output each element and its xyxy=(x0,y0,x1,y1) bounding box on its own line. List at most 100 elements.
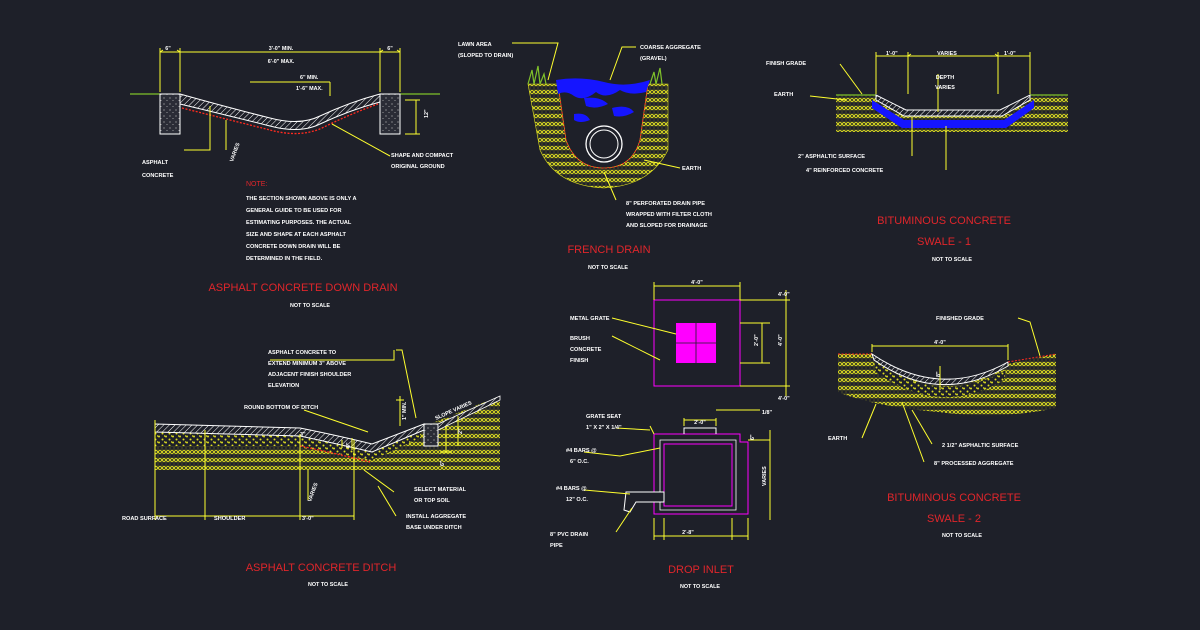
swale-1-detail: 1'-0" VARIES 1'-0" DEPTH VARIES FINISH G… xyxy=(766,51,1068,263)
ditch-shoulder: SHOULDER xyxy=(214,516,245,522)
french-drain-scale: NOT TO SCALE xyxy=(588,265,628,271)
swale-2-detail: FINISHED GRADE 4'-0" 8" EARTH 2 1/2" ASP… xyxy=(828,316,1057,539)
swale-1-earth-label: EARTH xyxy=(774,92,793,98)
down-drain-note-lines: THE SECTION SHOWN ABOVE IS ONLY A GENERA… xyxy=(246,196,357,262)
ditch-shoulder-block xyxy=(423,423,439,447)
ditch-extend-4: ELEVATION xyxy=(268,383,299,389)
down-drain-label-ground: ORIGINAL GROUND xyxy=(391,164,445,170)
ditch-round-bottom: ROUND BOTTOM OF DITCH xyxy=(244,405,318,411)
french-drain-detail: LAWN AREA (SLOPED TO DRAIN) COARSE AGGRE… xyxy=(458,42,712,271)
inlet-plan-dim-r4: 4'-0" xyxy=(778,396,790,402)
down-drain-depth-max: 1'-6" MAX. xyxy=(296,86,323,92)
note-line: THE SECTION SHOWN ABOVE IS ONLY A xyxy=(246,196,357,202)
inlet-plan-detail: 4'-0" 4'-0" 2'-0" 4'-0" 4'-0" METAL GRAT… xyxy=(570,280,790,402)
note-line: SIZE AND SHAPE AT EACH ASPHALT xyxy=(246,232,346,238)
swale-1-depth: DEPTH xyxy=(936,75,954,81)
swale-1-reinforced-label: 4" REINFORCED CONCRETE xyxy=(806,168,884,174)
french-drain-pipe-slope: AND SLOPED FOR DRAINAGE xyxy=(626,223,708,229)
drop-inlet-seat-label: GRATE SEAT xyxy=(586,414,622,420)
note-line: GENERAL GUIDE TO BE USED FOR xyxy=(246,208,342,214)
down-drain-dim-width-min: 3'-0" MIN. xyxy=(269,46,294,52)
drop-inlet-detail: GRATE SEAT 1" X 2" X 1/4" 2'-0" 1/8" 6" … xyxy=(550,409,772,590)
drop-inlet-pipe xyxy=(623,491,665,513)
ditch-select-soil: OR TOP SOIL xyxy=(414,498,450,504)
drop-inlet-inner xyxy=(663,443,733,507)
swale-1-surface xyxy=(875,94,1031,117)
inlet-plan-grate: METAL GRATE xyxy=(570,316,610,322)
ditch-road: ROAD SURFACE xyxy=(122,516,167,522)
swale-1-scale: NOT TO SCALE xyxy=(932,257,972,263)
drop-inlet-dim-top: 2'-0" xyxy=(694,420,706,426)
drop-inlet-bars2-spacing: 12" O.C. xyxy=(566,497,588,503)
note-line: CONCRETE DOWN DRAIN WILL BE xyxy=(246,244,341,250)
down-drain-title: ASPHALT CONCRETE DOWN DRAIN xyxy=(208,282,397,294)
ditch-extend-3: ADJACENT FINISH SHOULDER xyxy=(268,372,351,378)
drop-inlet-bars2: #4 BARS @ xyxy=(556,486,587,492)
drop-inlet-seat-size: 1" X 2" X 1/4" xyxy=(586,425,622,431)
drop-inlet-varies: VARIES xyxy=(762,466,768,486)
swale-2-aggregate-label: 8" PROCESSED AGGREGATE xyxy=(934,461,1014,467)
swale-1-depth-varies: VARIES xyxy=(935,85,955,91)
inlet-plan-brush: BRUSH xyxy=(570,336,590,342)
swale-1-dim-right: 1'-0" xyxy=(1004,51,1016,57)
down-drain-asphalt xyxy=(179,93,381,130)
inlet-plan-dim-r3: 4'-0" xyxy=(778,334,784,346)
drop-inlet-dim-bottom: 2'-8" xyxy=(682,530,694,536)
swale-2-scale: NOT TO SCALE xyxy=(942,533,982,539)
swale-1-dim-mid: VARIES xyxy=(937,51,957,57)
ditch-install-base: BASE UNDER DITCH xyxy=(406,525,462,531)
ditch-backslope xyxy=(437,395,501,431)
drop-inlet-rebar xyxy=(659,439,737,511)
inlet-plan-box xyxy=(653,299,741,387)
ditch-extend-2: EXTEND MINIMUM 3" ABOVE xyxy=(268,361,346,367)
french-drain-trench xyxy=(557,83,649,169)
down-drain-curb-left xyxy=(159,93,181,135)
swale-2-surface xyxy=(871,352,1009,386)
ditch-dim-3: 3" xyxy=(300,432,306,438)
swale-1-title: BITUMINOUS CONCRETE xyxy=(877,215,1011,227)
swale-2-subtitle: SWALE - 2 xyxy=(927,513,981,525)
down-drain-compacted-ground xyxy=(181,103,379,135)
french-drain-lawn: LAWN AREA xyxy=(458,42,492,48)
down-drain-curb-right xyxy=(379,93,401,135)
swale-1-subtitle: SWALE - 1 xyxy=(917,236,971,248)
down-drain-note-title: NOTE: xyxy=(246,181,267,188)
inlet-plan-dim-r1: 4'-0" xyxy=(778,292,790,298)
down-drain-label-asphalt: ASPHALT xyxy=(142,160,169,166)
french-drain-earth xyxy=(527,83,669,189)
ditch-dim-bottom: 3'-0" xyxy=(302,516,314,522)
ditch-detail: ASPHALT CONCRETE TO EXTEND MINIMUM 3" AB… xyxy=(122,349,501,588)
drop-inlet-dim-eighth: 1/8" xyxy=(762,410,772,416)
swale-2-earth-label: EARTH xyxy=(828,436,847,442)
swale-2-dim-depth: 8" xyxy=(936,371,942,377)
down-drain-dim-right: 6" xyxy=(387,46,393,52)
drop-inlet-seat xyxy=(683,427,717,434)
drop-inlet-title: DROP INLET xyxy=(668,564,734,576)
down-drain-dim-left: 6" xyxy=(165,46,171,52)
inlet-plan-finish: FINISH xyxy=(570,358,588,364)
drop-inlet-scale: NOT TO SCALE xyxy=(680,584,720,590)
french-drain-lawn-slope: (SLOPED TO DRAIN) xyxy=(458,53,513,59)
drop-inlet-pvc-pipe: PIPE xyxy=(550,543,563,549)
ditch-title: ASPHALT CONCRETE DITCH xyxy=(246,562,397,574)
swale-1-dim-left: 1'-0" xyxy=(886,51,898,57)
french-drain-title: FRENCH DRAIN xyxy=(567,244,650,256)
ditch-min: 1" MIN. xyxy=(402,401,408,420)
down-drain-detail: 6" 3'-0" MIN. 6'-0" MAX. 6" 6" MIN. 1'-6… xyxy=(130,46,454,309)
french-drain-pipe xyxy=(585,125,623,163)
ditch-dim-6b: 6" xyxy=(440,460,446,466)
swale-1-finish-grade: FINISH GRADE xyxy=(766,61,806,67)
ditch-earth xyxy=(155,396,500,470)
note-line: ESTIMATING PURPOSES. THE ACTUAL xyxy=(246,220,352,226)
french-drain-gravel-label: (GRAVEL) xyxy=(640,56,667,62)
swale-2-title: BITUMINOUS CONCRETE xyxy=(887,492,1021,504)
ditch-dim-6a: 6" xyxy=(346,442,352,448)
grass-icon xyxy=(527,65,547,85)
drop-inlet-outer xyxy=(653,433,749,515)
down-drain-label-shape: SHAPE AND COMPACT xyxy=(391,153,454,159)
inlet-plan-dim-top: 4'-0" xyxy=(691,280,703,286)
down-drain-dim-width-max: 6'-0" MAX. xyxy=(268,59,295,65)
down-drain-dim-side: 12" xyxy=(424,109,430,118)
swale-2-dim-top: 4'-0" xyxy=(934,340,946,346)
